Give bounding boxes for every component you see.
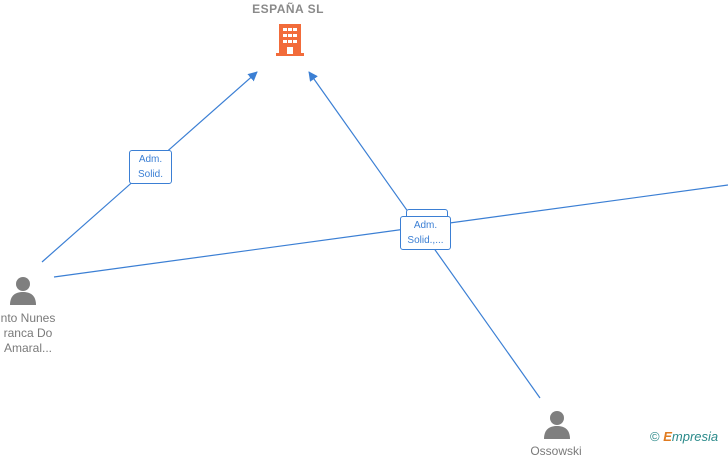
person-icon[interactable] [541, 408, 573, 440]
edge-label-line: Adm. [138, 154, 163, 165]
copyright-symbol: © [650, 429, 660, 444]
edge-label-line: Adm. [413, 220, 438, 231]
edge-label-line: Solid. [137, 169, 163, 180]
person-label-line: Ossowski [530, 444, 582, 458]
building-icon[interactable] [274, 22, 306, 58]
company-name[interactable]: ESPAÑA SL [252, 2, 324, 16]
person-label-line: Amaral... [3, 341, 52, 355]
edge-label-left[interactable]: Adm. Solid. [129, 150, 172, 184]
edge-label-line: Solid.,... [407, 235, 444, 246]
edge-line-left-to-offscreen[interactable] [53, 184, 728, 278]
empresia-watermark: © Empresia [650, 429, 718, 444]
person-label-line: nto Nunes [0, 311, 56, 325]
person-label-line: ranca Do [3, 326, 53, 340]
person-label-bottom[interactable]: Ossowski [516, 444, 596, 459]
brand-name: mpresia [671, 429, 719, 444]
person-icon[interactable] [7, 274, 39, 306]
edge-label-bottom[interactable]: Adm. Solid.,... [400, 216, 451, 250]
person-label-left[interactable]: nto Nunes ranca Do Amaral... [0, 311, 70, 356]
brand-initial: E [663, 429, 672, 444]
